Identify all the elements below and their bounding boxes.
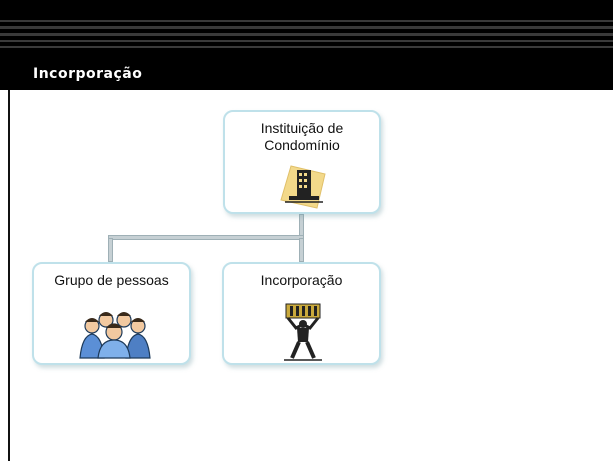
page-title: Incorporação — [33, 66, 143, 82]
node-label: Grupo de pessoas — [54, 272, 169, 288]
connector-horizontal — [108, 235, 304, 240]
node-instituicao-condominio: Instituição de Condomínio — [223, 110, 381, 214]
building-icon — [280, 165, 326, 209]
left-rule — [8, 90, 10, 461]
node-label: Incorporação — [260, 272, 343, 288]
node-label: Instituição de Condomínio — [260, 120, 344, 153]
connector-right-down — [299, 238, 304, 262]
header-stripes — [0, 6, 613, 66]
people-group-icon — [79, 312, 151, 359]
header-band: Incorporação — [0, 0, 613, 90]
node-grupo-pessoas: Grupo de pessoas — [32, 262, 191, 365]
person-lifting-building-icon — [284, 303, 322, 361]
node-incorporacao: Incorporação — [222, 262, 381, 365]
connector-left-down — [108, 238, 113, 262]
